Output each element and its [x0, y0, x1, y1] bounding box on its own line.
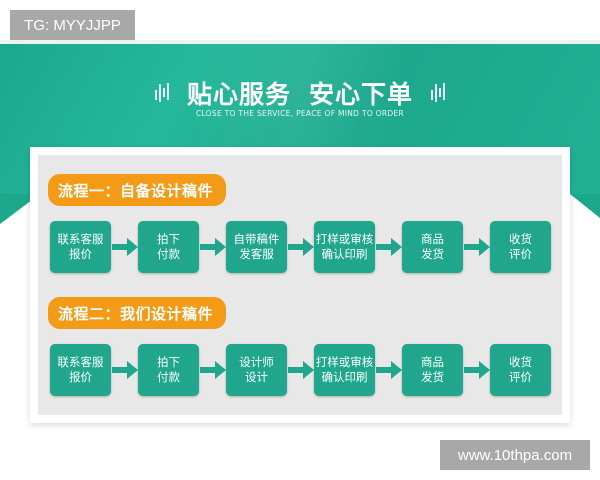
arrow-right-icon	[112, 238, 138, 256]
arrow-right-icon	[464, 361, 490, 379]
page-title-part2: 安心下单	[309, 80, 414, 109]
process-1-step-1: 联系客服 报价	[50, 221, 111, 273]
process-2-step-3: 设计师 设计	[226, 344, 287, 396]
step-line2: 报价	[69, 247, 92, 261]
sound-bars-icon	[431, 83, 446, 102]
step-line2: 发货	[421, 247, 444, 261]
process-1-step-5: 商品 发货	[402, 221, 463, 273]
banner-top-divider	[0, 40, 600, 44]
page-heading: 贴心服务 安心下单	[0, 76, 600, 110]
process-1-step-3: 自带稿件 发客服	[226, 221, 287, 273]
process-1-step-4: 打样或审核 确认印刷	[314, 221, 375, 273]
process-2-step-4: 打样或审核 确认印刷	[314, 344, 375, 396]
process-1-step-2: 拍下 付款	[138, 221, 199, 273]
arrow-right-icon	[112, 361, 138, 379]
process-2-step-5: 商品 发货	[402, 344, 463, 396]
step-line1: 联系客服	[57, 232, 104, 246]
step-line1: 联系客服	[57, 355, 104, 369]
banner-corner-right	[570, 194, 600, 218]
sound-bars-icon	[154, 83, 169, 102]
arrow-right-icon	[200, 361, 226, 379]
arrow-right-icon	[376, 361, 402, 379]
watermark-top-left: TG: MYYJJPP	[10, 10, 135, 40]
step-line1: 拍下	[157, 355, 180, 369]
arrow-right-icon	[200, 238, 226, 256]
process-2-title: 流程二：我们设计稿件	[48, 297, 226, 329]
arrow-right-icon	[376, 238, 402, 256]
process-2-steps: 联系客服 报价 拍下 付款 设计师 设计 打样或审核 确认印刷 商品 发货	[38, 344, 562, 396]
step-line1: 设计师	[239, 355, 274, 369]
step-line2: 报价	[69, 370, 92, 384]
watermark-bottom-right: www.10thpa.com	[440, 440, 590, 470]
process-panel: 流程一：自备设计稿件 联系客服 报价 拍下 付款 自带稿件 发客服 打样或审核 …	[38, 155, 562, 415]
process-2-step-6: 收货 评价	[490, 344, 551, 396]
step-line2: 确认印刷	[321, 370, 368, 384]
process-2-step-1: 联系客服 报价	[50, 344, 111, 396]
page-title-part1: 贴心服务	[186, 80, 291, 109]
arrow-right-icon	[288, 361, 314, 379]
process-card: 流程一：自备设计稿件 联系客服 报价 拍下 付款 自带稿件 发客服 打样或审核 …	[30, 147, 570, 423]
step-line2: 付款	[157, 370, 180, 384]
step-line2: 评价	[509, 370, 532, 384]
step-line1: 自带稿件	[233, 232, 280, 246]
process-1-title: 流程一：自备设计稿件	[48, 174, 226, 206]
step-line2: 发客服	[239, 247, 274, 261]
arrow-right-icon	[464, 238, 490, 256]
step-line1: 收货	[509, 355, 532, 369]
step-line1: 拍下	[157, 232, 180, 246]
step-line1: 商品	[421, 232, 444, 246]
step-line1: 打样或审核	[315, 232, 374, 246]
process-2-step-2: 拍下 付款	[138, 344, 199, 396]
step-line1: 商品	[421, 355, 444, 369]
arrow-right-icon	[288, 238, 314, 256]
step-line2: 确认印刷	[321, 247, 368, 261]
step-line2: 设计	[245, 370, 268, 384]
process-1-step-6: 收货 评价	[490, 221, 551, 273]
page-subtitle: CLOSE TO THE SERVICE, PEACE OF MIND TO O…	[195, 109, 405, 118]
step-line1: 收货	[509, 232, 532, 246]
step-line2: 发货	[421, 370, 444, 384]
process-1-steps: 联系客服 报价 拍下 付款 自带稿件 发客服 打样或审核 确认印刷 商品 发货	[38, 221, 562, 273]
step-line2: 评价	[509, 247, 532, 261]
step-line1: 打样或审核	[315, 355, 374, 369]
step-line2: 付款	[157, 247, 180, 261]
